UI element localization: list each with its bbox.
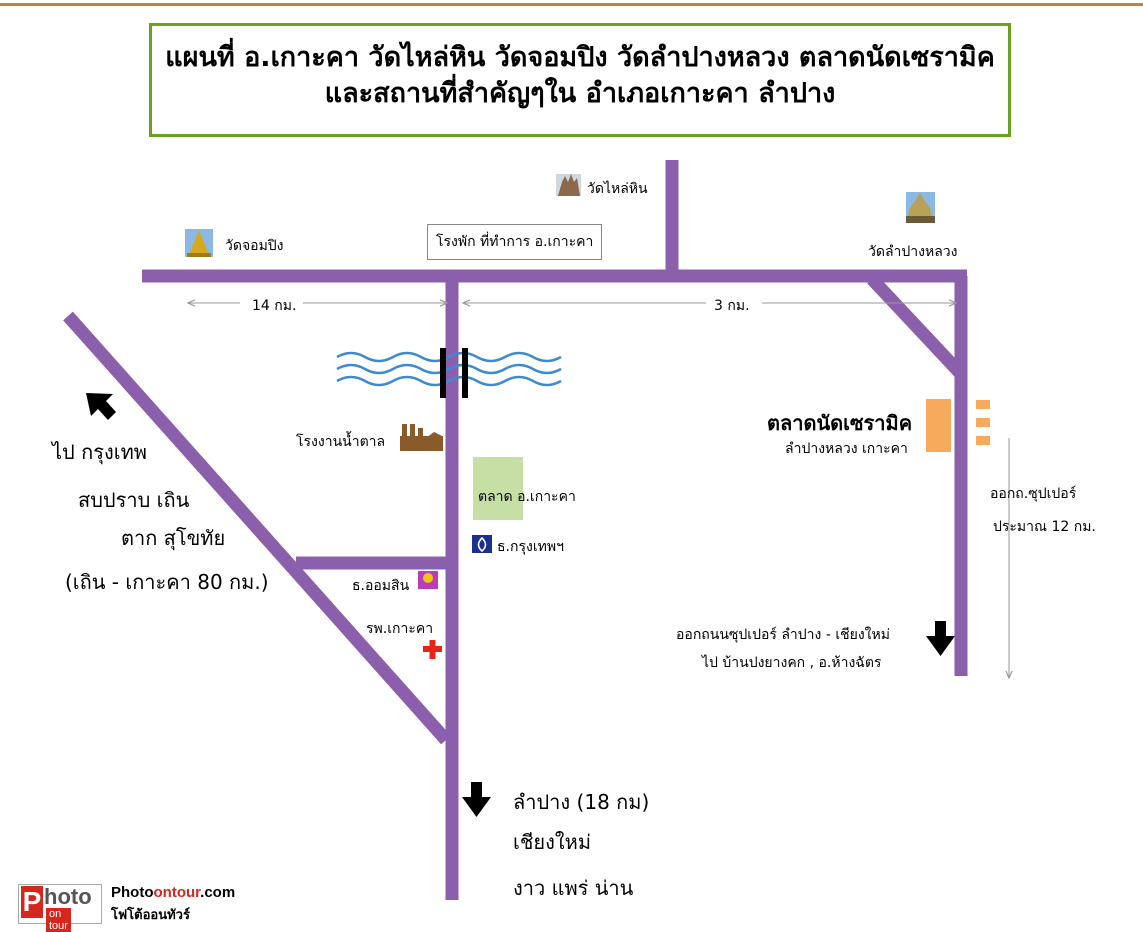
distance-right-label: 3 กม. bbox=[714, 298, 750, 314]
bridge-right-rail bbox=[462, 348, 468, 398]
hospital-cross-icon bbox=[423, 640, 442, 659]
bangkok-direction-line3: ตาก สุโขทัย bbox=[121, 526, 226, 550]
wat-lai-hin-label: วัดไหล่หิน bbox=[587, 181, 648, 197]
superhighway-label-line2: ประมาณ 12 กม. bbox=[993, 519, 1096, 535]
map-title-line1: แผนที่ อ.เกาะคา วัดไหล่หิน วัดจอมปิง วัด… bbox=[165, 42, 995, 73]
river bbox=[336, 351, 562, 387]
gsb-bank-icon bbox=[418, 571, 438, 589]
bridge-left-rail bbox=[440, 348, 446, 398]
sugar-factory-label: โรงงานน้ำตาล bbox=[296, 434, 386, 450]
ceramic-stall-2 bbox=[976, 418, 990, 427]
bangkok-bank-icon bbox=[472, 535, 492, 553]
wat-lampang-luang-label: วัดลำปางหลวง bbox=[868, 244, 958, 260]
police-station-label: โรงพัก ที่ทำการ อ.เกาะคา bbox=[427, 224, 603, 260]
logo-letter-p: P bbox=[21, 886, 43, 918]
sugar-factory-icon bbox=[400, 424, 443, 451]
ceramic-market-block bbox=[926, 399, 951, 452]
hospital-label: รพ.เกาะคา bbox=[366, 621, 434, 637]
logo-hoto: hoto bbox=[44, 884, 92, 909]
road-diagonal-to-bangkok bbox=[63, 311, 451, 745]
ceramic-market-title: ตลาดนัดเซรามิค bbox=[767, 411, 913, 435]
arrow-to-bangkok bbox=[86, 393, 116, 420]
market-label: ตลาด อ.เกาะคา bbox=[478, 489, 576, 505]
gsb-bank-label: ธ.ออมสิน bbox=[352, 578, 410, 594]
lampang-direction-line3: งาว แพร่ น่าน bbox=[513, 876, 634, 900]
distance-left-label: 14 กม. bbox=[252, 298, 297, 314]
road-diagonal-to-superhighway bbox=[867, 274, 966, 379]
bangkok-bank-label: ธ.กรุงเทพฯ bbox=[497, 539, 564, 555]
wat-chom-ping-icon bbox=[185, 229, 213, 257]
top-border-line bbox=[0, 3, 1143, 6]
arrow-to-lampang bbox=[462, 782, 491, 817]
market-area bbox=[473, 457, 523, 520]
lampang-direction-line2: เชียงใหม่ bbox=[513, 830, 592, 854]
wat-lampang-luang-icon bbox=[906, 192, 935, 223]
arrow-to-chiangmai bbox=[926, 621, 955, 656]
ceramic-market-subtitle: ลำปางหลวง เกาะคา bbox=[785, 441, 908, 457]
bangkok-direction-line4: (เถิน - เกาะคา 80 กม.) bbox=[65, 570, 269, 594]
chiangmai-direction-line1: ออกถนนซุปเปอร์ ลำปาง - เชียงใหม่ bbox=[676, 627, 890, 643]
brand-thai-name: โฟโต้ออนทัวร์ bbox=[111, 908, 190, 923]
logo-sub: on tour bbox=[46, 908, 71, 932]
wat-chom-ping-label: วัดจอมปิง bbox=[225, 238, 284, 254]
bangkok-direction-line1: ไป กรุงเทพ bbox=[52, 440, 147, 464]
map-title-line2: และสถานที่สำคัญๆใน อำเภอเกาะคา ลำปาง bbox=[324, 78, 836, 109]
chiangmai-direction-line2: ไป บ้านปงยางคก , อ.ห้างฉัตร bbox=[702, 655, 882, 671]
ceramic-stall-3 bbox=[976, 436, 990, 445]
lampang-direction-line1: ลำปาง (18 กม) bbox=[513, 790, 650, 814]
brand-website: Photoontour.com bbox=[111, 884, 236, 901]
bangkok-direction-line2: สบปราบ เถิน bbox=[78, 488, 190, 512]
map-title-box: แผนที่ อ.เกาะคา วัดไหล่หิน วัดจอมปิง วัด… bbox=[149, 23, 1011, 137]
wat-lai-hin-icon bbox=[556, 174, 581, 196]
ceramic-stall-1 bbox=[976, 400, 990, 409]
superhighway-label-line1: ออกถ.ซุปเปอร์ bbox=[990, 486, 1077, 502]
